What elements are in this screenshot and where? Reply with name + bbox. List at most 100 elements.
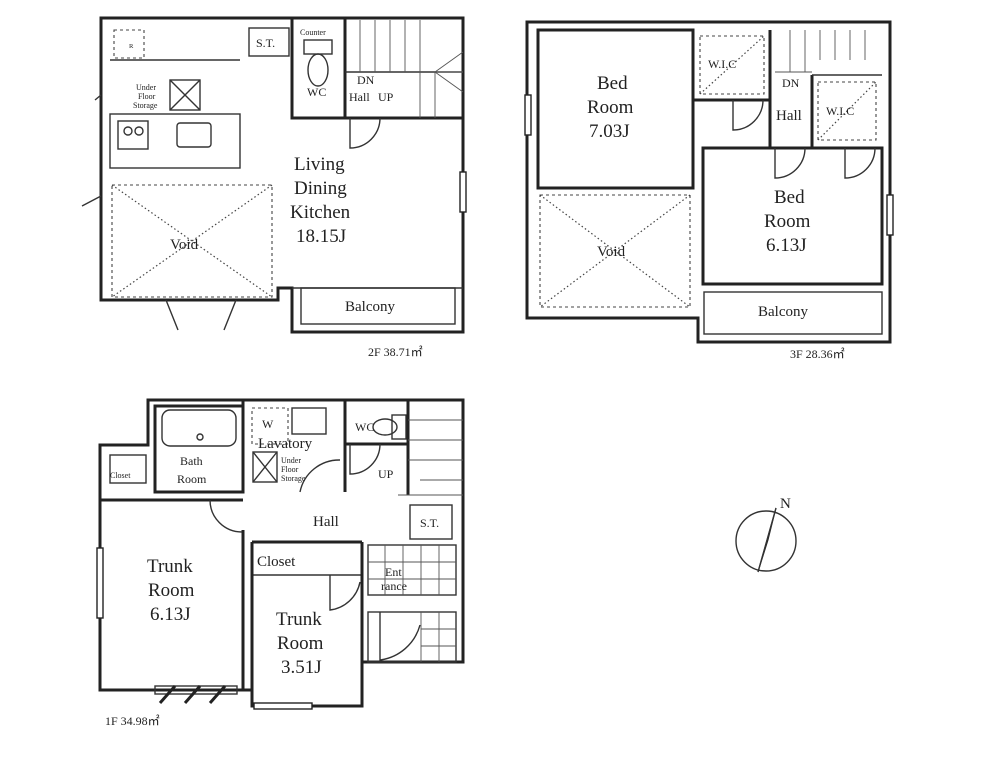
2f-side-window [81,94,102,207]
2f-outer-wall [99,16,465,334]
trunk2-label-2: Room [277,633,324,654]
stove-icon [117,120,149,150]
2f-right-window [459,171,467,213]
entrance-label-1: Ent [385,565,402,579]
3f-bed1-door [732,99,764,131]
bed2-label-1: Bed [774,187,805,208]
bed1-label-2: Room [587,97,634,118]
trunk1-size: 6.13J [150,604,191,625]
floor-3f: Bed Room 7.03J W.I.C DN Hall W.I.C Bed R… [524,20,894,361]
bed2-size: 6.13J [766,235,807,256]
refrigerator-icon [113,29,145,59]
3f-balcony-rail [703,291,883,335]
1f-up-label: UP [378,467,394,481]
2f-balcony-rail [300,287,456,325]
toilet-icon [307,53,329,87]
washbasin-icon [291,407,327,435]
trunk1-label-2: Room [148,580,195,601]
2f-window-sash [165,299,237,331]
3f-hall-label: Hall [776,108,802,124]
trunk2-door [329,575,361,611]
1f-under-floor-label-1: Under [281,456,301,465]
w-label: W [262,417,274,431]
1f-area-label: 1F 34.98㎡ [105,714,160,728]
under-floor-storage-hatch [169,79,201,111]
wic1-label: W.I.C [708,57,736,71]
1f-bottom-window [253,702,313,710]
north-compass: N [735,496,797,573]
1f-shoe-storage [409,504,453,540]
floor-1f: Bath Room W Lavatory Under Floor Storage… [96,398,465,728]
ldk-size: 18.15J [296,226,346,247]
bath-label-1: Bath [180,454,203,468]
3f-stairs [775,30,866,73]
3f-void-label: Void [597,244,626,260]
1f-wc-label: WC [355,420,374,434]
1f-left-window [96,547,104,619]
1f-stairs [398,419,463,496]
wic1-area [699,35,765,95]
trunk2-size: 3.51J [281,657,322,678]
3f-left-window [524,94,532,136]
2f-wc-stair-wall [290,18,463,120]
burner-icon [123,126,133,136]
lavatory-door [299,459,341,493]
3f-right-window [886,194,894,236]
2f-balcony-label: Balcony [345,299,395,315]
compass-ring [735,510,797,572]
bed2-label-2: Room [764,211,811,232]
bed1-size: 7.03J [589,121,630,142]
burner-icon [134,126,144,136]
2f-void-label: Void [170,237,199,253]
2f-dn-label: DN [357,73,375,87]
2f-under-floor-label-2: Floor [138,92,156,101]
1f-hatched-window [154,685,238,704]
2f-stairs [359,20,464,118]
closet-label: Closet [257,554,296,570]
3f-dn-label: DN [782,76,800,90]
1f-under-floor-label-3: Storage [281,474,306,483]
1f-toilet-icon [372,418,398,436]
2f-hall-label: Hall [349,90,370,104]
2f-up-label: UP [378,90,394,104]
2f-void-area [111,184,273,298]
3f-balcony-label: Balcony [758,304,808,320]
1f-under-floor-hatch [252,451,278,483]
2f-shoe-storage [248,27,290,57]
bed2-walls [701,146,884,286]
2f-under-floor-label-3: Storage [133,101,158,110]
3f-outer-wall [525,20,892,344]
2f-area-label: 2F 38.71㎡ [368,345,423,359]
bed1-walls [536,28,695,190]
3f-wic2-door [844,147,876,179]
bed1-label-1: Bed [597,73,628,94]
entrance-label-2: rance [381,579,407,593]
lavatory-label: Lavatory [258,436,313,452]
2f-st-label: S.T. [256,36,275,50]
bath-label-2: Room [177,472,207,486]
1f-wc-door [349,443,381,475]
toilet-tank-icon [303,39,333,55]
floor-2f: R Under Floor Storage S.T. Counter WC DN… [81,16,467,359]
bathtub-icon [161,409,237,447]
small-closet [109,454,147,484]
wic2-area [817,81,877,141]
kitchen-counter [109,113,241,169]
3f-bed2-door [774,147,806,179]
entrance-door [379,612,421,661]
ldk-label-2: Dining [294,178,347,199]
drain-icon [196,433,204,441]
compass-label: N [780,496,791,512]
ldk-label-1: Living [294,154,345,175]
refrigerator-label: R [129,43,134,50]
trunk1-label-1: Trunk [147,556,193,577]
1f-toilet-tank-icon [391,414,407,440]
2f-under-floor-label-1: Under [136,83,156,92]
sink-icon [176,122,212,148]
3f-void-area [539,194,691,308]
small-closet-label: Closet [110,471,131,480]
ldk-label-3: Kitchen [290,202,351,223]
washer-icon [251,407,289,445]
1f-st-label: S.T. [420,516,439,530]
1f-under-floor-label-2: Floor [281,465,299,474]
